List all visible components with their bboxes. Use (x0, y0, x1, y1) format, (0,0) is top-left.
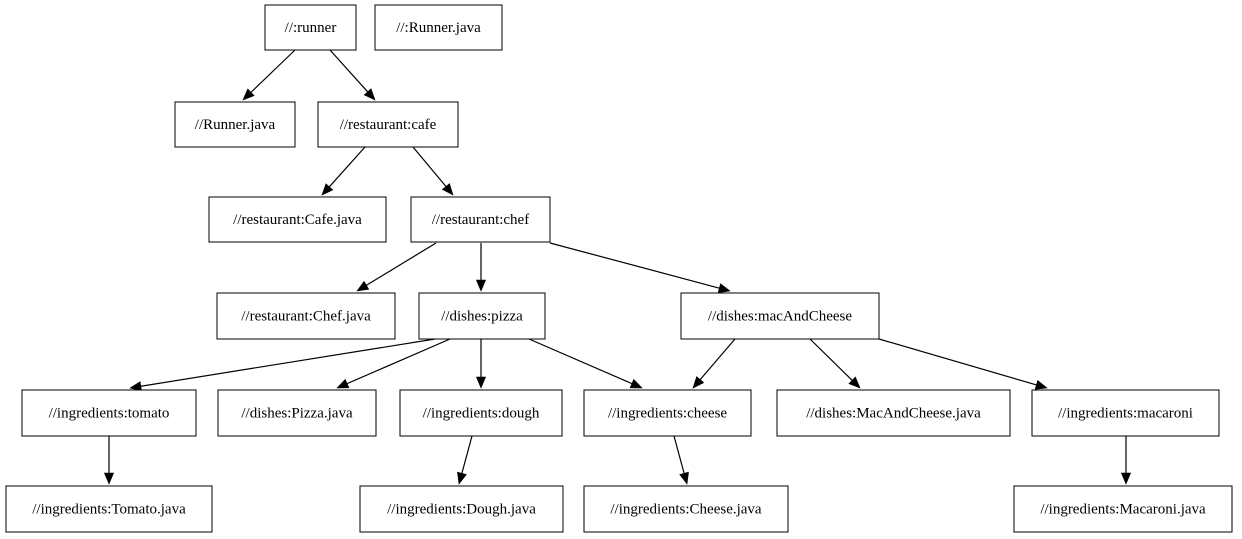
edge-line-dishes_pizza-to-ing_cheese (528, 338, 633, 385)
edge-arrowhead-runner-to-runner_java (242, 88, 255, 101)
edge-line-dishes_macandcheese-to-ing_macaroni (878, 338, 1037, 386)
node-box-ing_cheese_java[interactable] (583, 485, 789, 533)
graph-node-runner_java[interactable]: //Runner.java (174, 101, 296, 148)
node-box-restaurant_chef[interactable] (410, 196, 551, 243)
graph-node-restaurant_cafe_java[interactable]: //restaurant:Cafe.java (208, 196, 387, 243)
node-label-ing_cheese: //ingredients:cheese (608, 405, 727, 421)
edge-arrowhead-ing_cheese-to-ing_cheese_java (679, 471, 689, 485)
edge-arrowhead-ing_dough-to-ing_dough_java (457, 471, 467, 485)
edge-arrowhead-restaurant_chef-to-restaurant_chef_java (356, 280, 370, 292)
node-label-restaurant_chef_java: //restaurant:Chef.java (241, 308, 371, 324)
node-box-dishes_macandcheese[interactable] (680, 292, 880, 340)
node-box-ing_macaroni[interactable] (1031, 389, 1220, 437)
edge-arrowhead-dishes_pizza-to-ing_cheese (629, 378, 643, 389)
edges-layer (103, 49, 1132, 485)
node-label-ing_dough: //ingredients:dough (423, 405, 540, 421)
node-box-ing_dough_java[interactable] (359, 485, 564, 533)
edge-line-restaurant_chef-to-restaurant_chef_java (366, 242, 437, 286)
edge-line-dishes_pizza-to-ing_tomato (140, 338, 436, 387)
node-box-ing_macaroni_java[interactable] (1013, 485, 1233, 533)
graph-node-runner_java_root[interactable]: //:Runner.java (374, 4, 503, 51)
graph-node-ing_dough[interactable]: //ingredients:dough (399, 389, 563, 437)
edge-arrowhead-dishes_macandcheese-to-ing_macaroni (1034, 379, 1048, 390)
edge-arrowhead-restaurant_cafe-to-restaurant_cafe_java (321, 183, 334, 196)
graph-node-restaurant_cafe[interactable]: //restaurant:cafe (317, 101, 459, 148)
graph-node-ing_cheese_java[interactable]: //ingredients:Cheese.java (583, 485, 789, 533)
node-box-dishes_pizza_java[interactable] (217, 389, 377, 437)
node-box-dishes_pizza[interactable] (418, 292, 546, 340)
node-label-ing_tomato_java: //ingredients:Tomato.java (32, 501, 186, 517)
nodes-layer: //:runner //:Runner.java //Runner.java //re… (5, 4, 1233, 533)
node-box-dishes_mac_java[interactable] (776, 389, 1011, 437)
edge-line-dishes_macandcheese-to-dishes_mac_java (809, 338, 853, 381)
edge-arrowhead-restaurant_chef-to-dishes_pizza (475, 279, 487, 292)
graph-node-ing_tomato_java[interactable]: //ingredients:Tomato.java (5, 485, 213, 533)
node-label-runner: //:runner (285, 20, 337, 36)
edge-line-restaurant_cafe-to-restaurant_cafe_java (328, 146, 366, 188)
node-label-ing_macaroni: //ingredients:macaroni (1058, 405, 1193, 421)
edge-arrowhead-dishes_pizza-to-ing_dough (475, 376, 487, 389)
graph-node-restaurant_chef_java[interactable]: //restaurant:Chef.java (216, 292, 396, 340)
node-label-dishes_macandcheese: //dishes:macAndCheese (708, 308, 852, 324)
node-label-runner_java: //Runner.java (195, 117, 276, 133)
edge-line-restaurant_chef-to-dishes_macandcheese (549, 242, 720, 289)
edge-line-dishes_pizza-to-dishes_pizza_java (346, 338, 451, 385)
edge-line-runner-to-runner_java (250, 49, 296, 93)
edge-arrowhead-ing_tomato-to-ing_tomato_java (103, 472, 115, 485)
edge-arrowhead-restaurant_cafe-to-restaurant_chef (441, 183, 454, 196)
edge-arrowhead-dishes_macandcheese-to-dishes_mac_java (848, 376, 861, 389)
edge-line-runner-to-restaurant_cafe (329, 49, 369, 93)
node-label-dishes_pizza: //dishes:pizza (441, 308, 523, 324)
node-label-runner_java_root: //:Runner.java (396, 20, 481, 36)
node-label-restaurant_chef: //restaurant:chef (432, 212, 529, 228)
graph-node-ing_dough_java[interactable]: //ingredients:Dough.java (359, 485, 564, 533)
node-box-runner_java[interactable] (174, 101, 296, 148)
node-box-runner_java_root[interactable] (374, 4, 503, 51)
edge-arrowhead-dishes_macandcheese-to-ing_cheese (692, 376, 705, 389)
graph-node-dishes_pizza_java[interactable]: //dishes:Pizza.java (217, 389, 377, 437)
edge-line-restaurant_cafe-to-restaurant_chef (412, 146, 447, 187)
node-box-runner[interactable] (264, 4, 357, 51)
node-label-ing_macaroni_java: //ingredients:Macaroni.java (1040, 501, 1206, 517)
edge-arrowhead-ing_macaroni-to-ing_macaroni_java (1120, 472, 1132, 485)
node-box-ing_tomato_java[interactable] (5, 485, 213, 533)
graph-node-restaurant_chef[interactable]: //restaurant:chef (410, 196, 551, 243)
graph-node-dishes_macandcheese[interactable]: //dishes:macAndCheese (680, 292, 880, 340)
node-box-ing_tomato[interactable] (21, 389, 197, 437)
graph-node-dishes_mac_java[interactable]: //dishes:MacAndCheese.java (776, 389, 1011, 437)
node-box-ing_cheese[interactable] (583, 389, 752, 437)
graph-node-dishes_pizza[interactable]: //dishes:pizza (418, 292, 546, 340)
node-label-dishes_pizza_java: //dishes:Pizza.java (241, 405, 353, 421)
edge-line-ing_dough-to-ing_dough_java (461, 435, 473, 474)
node-box-ing_dough[interactable] (399, 389, 563, 437)
edge-line-ing_cheese-to-ing_cheese_java (673, 435, 685, 474)
node-label-restaurant_cafe: //restaurant:cafe (340, 117, 437, 133)
node-label-ing_cheese_java: //ingredients:Cheese.java (610, 501, 762, 517)
node-box-restaurant_cafe[interactable] (317, 101, 459, 148)
edge-arrowhead-dishes_pizza-to-dishes_pizza_java (336, 378, 350, 389)
node-label-ing_tomato: //ingredients:tomato (49, 405, 170, 421)
edge-arrowhead-restaurant_chef-to-dishes_macandcheese (717, 283, 731, 293)
graph-node-ing_cheese[interactable]: //ingredients:cheese (583, 389, 752, 437)
edge-line-dishes_macandcheese-to-ing_cheese (699, 338, 736, 381)
graph-node-ing_macaroni_java[interactable]: //ingredients:Macaroni.java (1013, 485, 1233, 533)
node-label-dishes_mac_java: //dishes:MacAndCheese.java (806, 405, 981, 421)
graph-node-ing_tomato[interactable]: //ingredients:tomato (21, 389, 197, 437)
edge-arrowhead-dishes_pizza-to-ing_tomato (129, 381, 142, 392)
graph-node-ing_macaroni[interactable]: //ingredients:macaroni (1031, 389, 1220, 437)
graph-node-runner[interactable]: //:runner (264, 4, 357, 51)
node-label-restaurant_cafe_java: //restaurant:Cafe.java (233, 212, 362, 228)
node-box-restaurant_chef_java[interactable] (216, 292, 396, 340)
node-label-ing_dough_java: //ingredients:Dough.java (387, 501, 536, 517)
node-box-restaurant_cafe_java[interactable] (208, 196, 387, 243)
edge-arrowhead-runner-to-restaurant_cafe (363, 88, 376, 101)
